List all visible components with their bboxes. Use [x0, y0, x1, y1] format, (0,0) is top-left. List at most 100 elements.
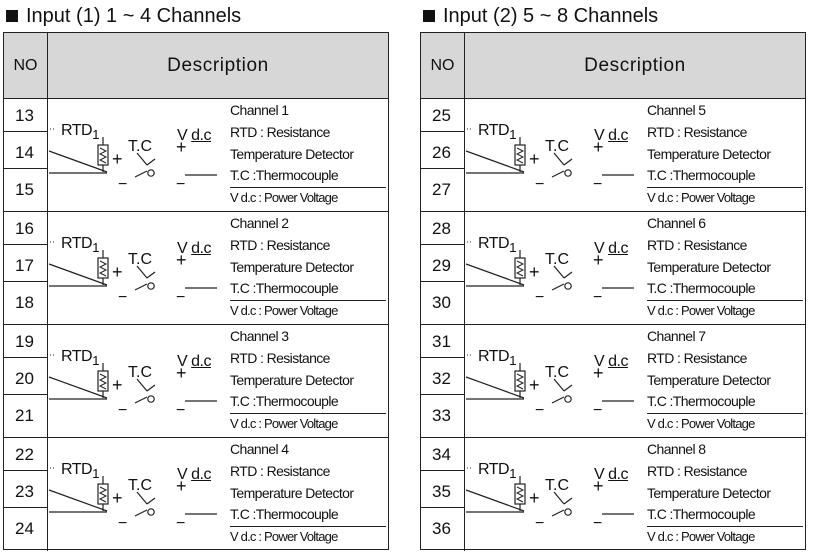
- terminal-number: 19: [15, 332, 34, 351]
- rtd-legend-cont: Temperature Detector: [647, 258, 771, 275]
- rtd-legend-cont: Temperature Detector: [230, 371, 354, 388]
- channel-name: Channel 8: [647, 441, 706, 457]
- channel-name: Channel 5: [647, 102, 706, 118]
- terminal-number: 20: [15, 369, 34, 388]
- rtd-legend: RTD : Resistance: [647, 123, 747, 140]
- channel-group: 28 29 30 RTD1 T.C V d.c Channel 6 RTD : …: [421, 212, 805, 325]
- vdc-legend: V d.c : Power Voltage: [647, 187, 803, 208]
- description-column-header: Description: [167, 54, 269, 76]
- panel-input-2: Input (2) 5 ~ 8 Channels NO Description …: [420, 0, 806, 551]
- rtd-label: RTD1: [61, 122, 100, 143]
- vdc-legend: V d.c : Power Voltage: [647, 300, 803, 321]
- terminal-divider: [4, 168, 47, 169]
- rtd-legend: RTD : Resistance: [230, 349, 330, 366]
- channel-group: 25 26 27 RTD1 T.C V d.c Channel 5 RTD : …: [421, 99, 805, 212]
- terminal-divider: [4, 470, 47, 471]
- panel-title: Input (2) 5 ~ 8 Channels: [443, 4, 659, 27]
- terminal-number-cell: 34 35 36: [421, 438, 465, 551]
- terminal-number-cell: 31 32 33: [421, 325, 465, 437]
- rtd-legend: RTD : Resistance: [647, 349, 747, 366]
- rtd-legend-cont: Temperature Detector: [647, 484, 771, 501]
- tc-label: T.C: [128, 364, 152, 381]
- channel-description: Channel 4 RTD : Resistance Temperature D…: [230, 439, 386, 547]
- rtd-legend-cont: Temperature Detector: [647, 371, 771, 388]
- channel-group: 19 20 21 RTD1 T.C V d.c Channel 3 RTD : …: [4, 325, 388, 438]
- terminal-number: 28: [432, 219, 451, 238]
- terminal-number: 16: [15, 219, 34, 238]
- vdc-label: V d.c: [177, 127, 211, 144]
- channel-description: Channel 2 RTD : Resistance Temperature D…: [230, 213, 386, 321]
- channel-description: Channel 1 RTD : Resistance Temperature D…: [230, 100, 386, 208]
- tc-label: T.C: [128, 477, 152, 494]
- rtd-legend: RTD : Resistance: [647, 462, 747, 479]
- terminal-number-cell: 13 14 15: [4, 99, 48, 211]
- terminal-divider: [421, 357, 464, 358]
- square-bullet-icon: [423, 10, 435, 22]
- rtd-legend: RTD : Resistance: [230, 462, 330, 479]
- terminal-divider: [421, 281, 464, 282]
- terminal-divider: [421, 131, 464, 132]
- terminal-number: 14: [15, 143, 34, 162]
- vdc-legend: V d.c : Power Voltage: [230, 526, 386, 547]
- terminal-divider: [421, 244, 464, 245]
- rtd-legend: RTD : Resistance: [230, 236, 330, 253]
- terminal-table: NO Description 13 14 15 RTD1 T.C V d.c C…: [3, 32, 389, 551]
- tc-legend: T.C :Thermocouple: [647, 280, 756, 297]
- table-header: NO Description: [421, 33, 805, 99]
- square-bullet-icon: [6, 10, 18, 22]
- vdc-label: V d.c: [594, 240, 628, 257]
- channel-description: Channel 7 RTD : Resistance Temperature D…: [647, 326, 803, 434]
- tc-label: T.C: [128, 138, 152, 155]
- tc-legend: T.C :Thermocouple: [647, 393, 756, 410]
- vdc-label: V d.c: [594, 466, 628, 483]
- terminal-number: 34: [432, 445, 451, 464]
- vdc-legend: V d.c : Power Voltage: [230, 187, 386, 208]
- terminal-number: 15: [15, 180, 34, 199]
- terminal-number: 36: [432, 519, 451, 538]
- terminal-number: 33: [432, 406, 451, 425]
- tc-label: T.C: [545, 251, 569, 268]
- terminal-number-cell: 22 23 24: [4, 438, 48, 551]
- vdc-label: V d.c: [177, 240, 211, 257]
- terminal-number-cell: 16 17 18: [4, 212, 48, 324]
- channel-group: 16 17 18 RTD1 T.C V d.c Channel 2 RTD : …: [4, 212, 388, 325]
- terminal-divider: [4, 244, 47, 245]
- rtd-legend-cont: Temperature Detector: [230, 145, 354, 162]
- tc-label: T.C: [545, 477, 569, 494]
- rtd-label: RTD1: [61, 348, 100, 369]
- terminal-number: 29: [432, 256, 451, 275]
- terminal-divider: [4, 357, 47, 358]
- terminal-number: 27: [432, 180, 451, 199]
- channel-group: 31 32 33 RTD1 T.C V d.c Channel 7 RTD : …: [421, 325, 805, 438]
- tc-label: T.C: [545, 364, 569, 381]
- channel-description: Channel 8 RTD : Resistance Temperature D…: [647, 439, 803, 547]
- rtd-label: RTD1: [61, 461, 100, 482]
- terminal-number-cell: 19 20 21: [4, 325, 48, 437]
- channel-name: Channel 4: [230, 441, 289, 457]
- terminal-number: 17: [15, 256, 34, 275]
- terminal-divider: [421, 168, 464, 169]
- terminal-number: 32: [432, 369, 451, 388]
- tc-legend: T.C :Thermocouple: [230, 506, 339, 523]
- tc-legend: T.C :Thermocouple: [647, 506, 756, 523]
- rtd-legend-cont: Temperature Detector: [647, 145, 771, 162]
- terminal-number: 23: [15, 482, 34, 501]
- channel-name: Channel 6: [647, 215, 706, 231]
- channel-name: Channel 7: [647, 328, 706, 344]
- vdc-legend: V d.c : Power Voltage: [230, 413, 386, 434]
- rtd-legend-cont: Temperature Detector: [230, 484, 354, 501]
- description-column-header: Description: [584, 54, 686, 76]
- terminal-divider: [4, 507, 47, 508]
- rtd-label: RTD1: [478, 122, 517, 143]
- terminal-divider: [421, 470, 464, 471]
- terminal-number: 25: [432, 106, 451, 125]
- terminal-number-cell: 28 29 30: [421, 212, 465, 324]
- rtd-label: RTD1: [478, 461, 517, 482]
- terminal-number-cell: 25 26 27: [421, 99, 465, 211]
- terminal-number: 13: [15, 106, 34, 125]
- rtd-legend: RTD : Resistance: [647, 236, 747, 253]
- channel-description: Channel 5 RTD : Resistance Temperature D…: [647, 100, 803, 208]
- channel-name: Channel 3: [230, 328, 289, 344]
- terminal-number: 30: [432, 293, 451, 312]
- channel-group: 13 14 15 RTD1 T.C V d.c Channel 1 RTD : …: [4, 99, 388, 212]
